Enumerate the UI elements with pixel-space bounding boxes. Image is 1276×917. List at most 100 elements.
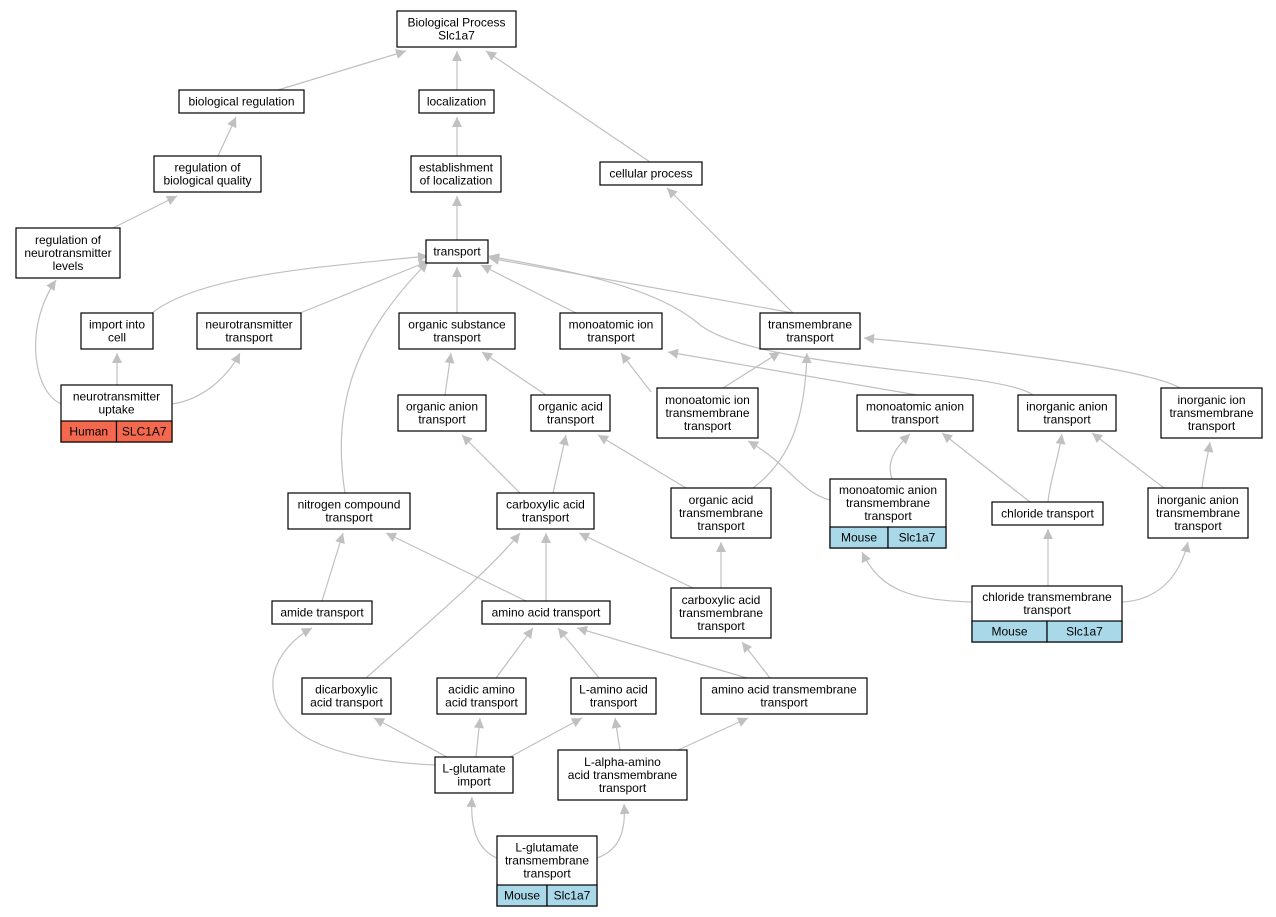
node-label-line: transport [697, 619, 745, 633]
node-box [436, 677, 527, 715]
node-label-line: transmembrane [679, 506, 763, 520]
node-label-line: organic substance [408, 318, 506, 332]
node-monoaniontm[interactable]: monoatomic aniontransmembranetransportMo… [829, 478, 947, 549]
node-label-line: regulation of [174, 161, 241, 175]
gene-tag-label: Slc1a7 [1066, 625, 1103, 639]
node-label-line: import into [89, 318, 145, 332]
node-label-line: inorganic ion [1177, 393, 1245, 407]
node-aminoacid[interactable]: amino acid transport [481, 600, 611, 625]
node-box [153, 155, 262, 193]
edge-regneuro-to-regbioqual [112, 195, 178, 229]
node-transport[interactable]: transport [425, 239, 489, 264]
edge-nitrogen-to-transport [340, 261, 429, 494]
node-label-line: monoatomic anion [866, 400, 964, 414]
edge-importcell-to-transport [151, 252, 429, 314]
node-label-line: transmembrane [768, 318, 852, 332]
species-tag-label: Mouse [991, 625, 1027, 639]
edge-lalphaamino-to-aminoacidtm [677, 717, 749, 751]
node-label-line: neurotransmitter [205, 318, 292, 332]
gene-tag-label: Slc1a7 [899, 531, 936, 545]
node-box [425, 239, 489, 264]
node-box [410, 155, 502, 193]
edge-tmtransport-to-transport [488, 254, 794, 314]
node-box [759, 312, 861, 350]
edge-lglutimport-to-acidicamino [474, 717, 484, 758]
edge-orgacidtm-to-orgacid [597, 434, 687, 489]
node-label-line: transport [547, 413, 595, 427]
edge-aminoacidtm-to-carboxtm [741, 641, 771, 679]
node-box [287, 492, 411, 530]
edge-inoraniontm-to-inoriontm [1201, 441, 1214, 489]
node-box [1160, 387, 1263, 439]
node-label-line: transport [891, 413, 939, 427]
node-box [670, 587, 772, 639]
node-label-line: establishment [419, 161, 494, 175]
node-box [991, 501, 1104, 526]
node-label-line: transmembrane [846, 496, 930, 510]
edge-dicarbox-to-carbox [365, 532, 521, 679]
node-box [397, 394, 487, 432]
node-localization[interactable]: localization [418, 89, 495, 114]
node-label-line: L-alpha-amino [584, 755, 661, 769]
node-label-line: neurotransmitter [24, 246, 111, 260]
node-bioreg[interactable]: biological regulation [178, 89, 305, 114]
node-box [396, 10, 517, 48]
edge-lglutimport-to-laminoacid [509, 717, 583, 758]
node-label-line: amino acid transport [492, 606, 601, 620]
node-chloride[interactable]: chloride transport [991, 501, 1104, 526]
node-amide[interactable]: amide transport [271, 600, 373, 625]
node-label-line: transport [418, 413, 466, 427]
edge-cellproc-to-bp [485, 50, 651, 163]
node-label-line: acid transport [310, 696, 383, 710]
species-tag-label: Human [69, 425, 108, 439]
node-label-line: organic anion [406, 400, 478, 414]
gene-tag-cell [115, 420, 173, 443]
node-box [1147, 487, 1249, 539]
node-box [856, 394, 974, 432]
node-box [178, 89, 305, 114]
node-label-line: transmembrane [679, 606, 763, 620]
node-box [530, 394, 611, 432]
node-label-line: biological quality [163, 174, 251, 188]
node-cellproc[interactable]: cellular process [599, 161, 703, 186]
node-label-line: regulation of [35, 233, 102, 247]
node-label-line: L-glutamate [515, 841, 579, 855]
node-label-line: transport [523, 867, 571, 881]
edge-chloridetm-to-monoaniontm [861, 551, 973, 603]
edge-orgacid-to-orgsub [481, 351, 547, 396]
edge-nuptake-to-regneuro [35, 279, 63, 405]
edge-chloride-to-monoanion [941, 432, 1031, 503]
node-label-line: import [457, 775, 491, 789]
gene-tag-cell [1046, 620, 1123, 643]
